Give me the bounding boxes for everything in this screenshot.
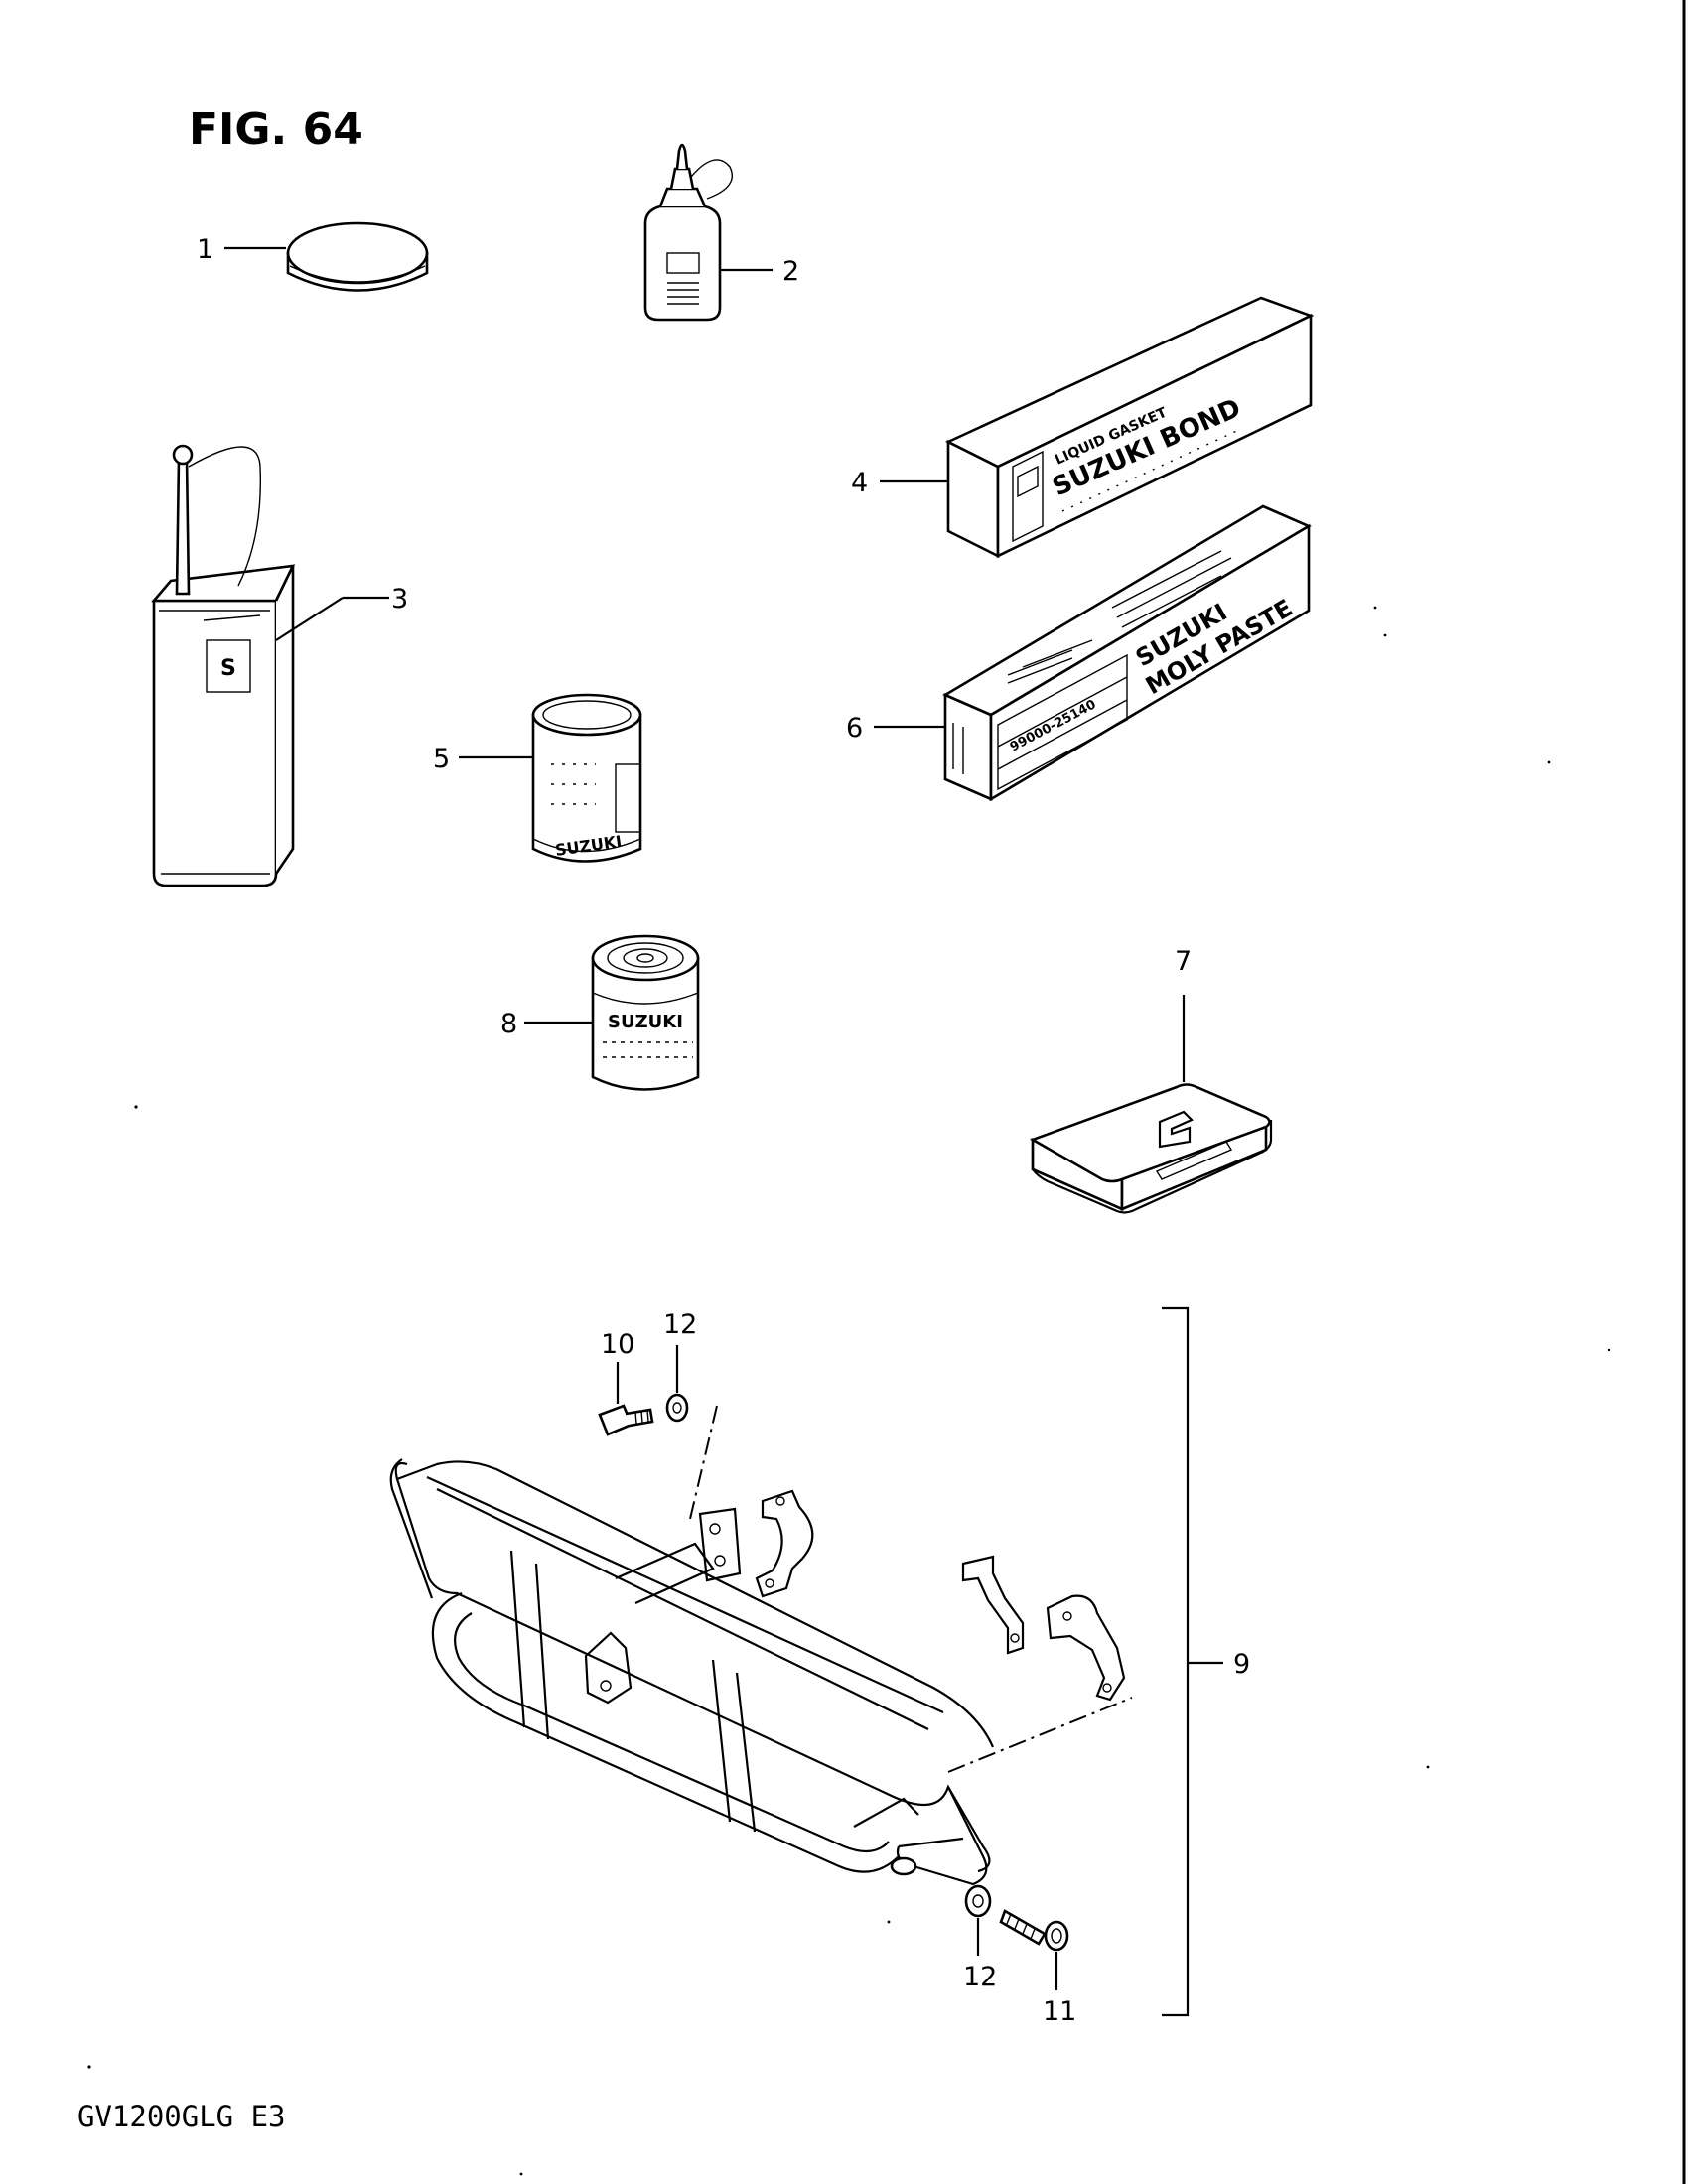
part-12-washer-lower bbox=[964, 1884, 992, 1918]
can8-label: SUZUKI bbox=[608, 1012, 683, 1032]
part-2-oil-bottle bbox=[643, 143, 734, 322]
speck bbox=[134, 1105, 138, 1109]
callout-9: 9 bbox=[1233, 1649, 1250, 1680]
part-5-can: SUZUKI bbox=[531, 693, 642, 863]
part-6-moly-paste-box: 99000-25140 SUZUKI MOLY PASTE bbox=[942, 504, 1312, 802]
callout-3: 3 bbox=[391, 584, 408, 614]
part-9-rail-assembly bbox=[389, 1458, 1126, 1886]
part-3-oil-can: S bbox=[151, 444, 296, 887]
part-12-washer-upper bbox=[665, 1393, 689, 1423]
callout-7: 7 bbox=[1175, 946, 1192, 977]
figure-title: FIG. 64 bbox=[189, 104, 363, 155]
leader-3 bbox=[275, 597, 344, 641]
callout-2: 2 bbox=[782, 256, 799, 287]
align-line-upper bbox=[689, 1405, 718, 1520]
callout-1: 1 bbox=[197, 234, 213, 265]
callout-10: 10 bbox=[601, 1329, 634, 1360]
part-8-grease-can: SUZUKI bbox=[591, 934, 700, 1091]
can3-logo: S bbox=[220, 656, 236, 681]
group-bracket-9 bbox=[1162, 1306, 1190, 2017]
callout-8: 8 bbox=[500, 1009, 517, 1039]
callout-6: 6 bbox=[846, 713, 863, 744]
speck bbox=[87, 2065, 91, 2069]
speck bbox=[519, 2172, 523, 2176]
callout-11: 11 bbox=[1043, 1996, 1076, 2027]
speck bbox=[1607, 1348, 1611, 1352]
speck bbox=[1426, 1765, 1430, 1769]
callout-5: 5 bbox=[433, 744, 450, 774]
model-code: GV1200GLG E3 bbox=[77, 2100, 286, 2133]
speck bbox=[887, 1920, 891, 1924]
part-11-bolt bbox=[999, 1909, 1069, 1952]
part-4-suzuki-bond-box: LIQUID GASKET SUZUKI BOND bbox=[944, 296, 1315, 559]
part-7-toolkit-case bbox=[1029, 1083, 1273, 1214]
align-line-lower bbox=[947, 1697, 1133, 1773]
callout-12a: 12 bbox=[663, 1309, 697, 1340]
speck bbox=[1383, 633, 1387, 637]
speck bbox=[1547, 760, 1551, 764]
callout-12b: 12 bbox=[963, 1962, 997, 1992]
callout-4: 4 bbox=[851, 468, 868, 498]
speck bbox=[1373, 606, 1377, 610]
part-10-bolt bbox=[598, 1404, 654, 1436]
part-1-grease-tin bbox=[286, 221, 429, 292]
